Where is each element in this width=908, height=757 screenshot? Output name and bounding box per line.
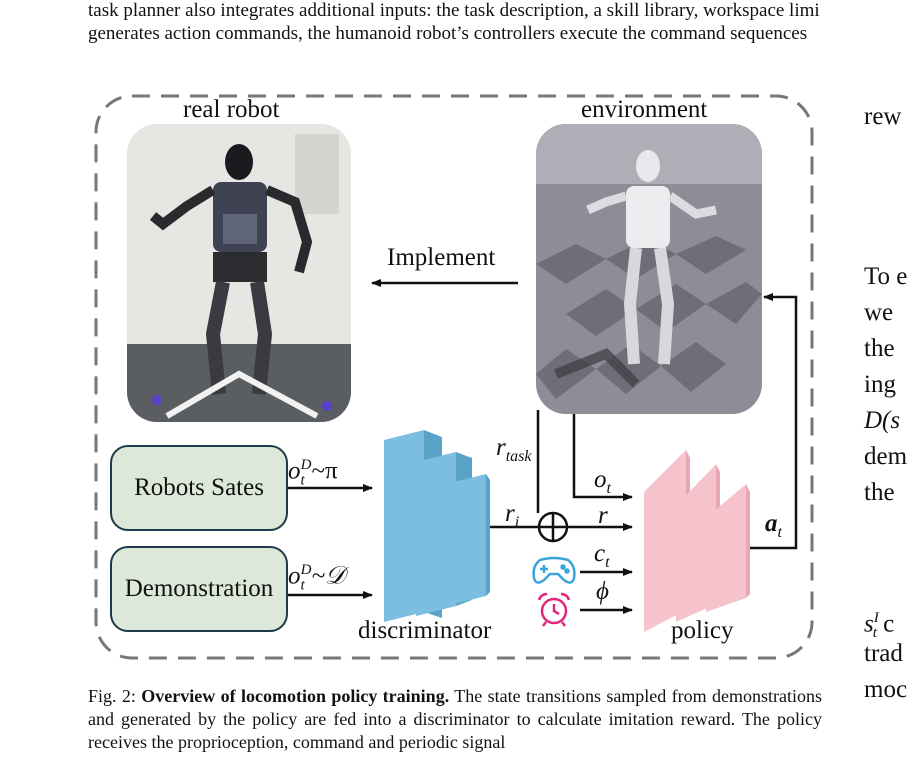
right-col-line-2: To e (864, 263, 908, 290)
right-col-line-8: the (864, 479, 895, 506)
c-t-label: ct (594, 540, 610, 571)
right-col-line-9: sIt c (864, 610, 895, 642)
policy-block (644, 450, 750, 632)
robots-states-box: Robots Sates (110, 445, 288, 531)
r-label: r (598, 502, 608, 529)
body-text-line-1: task planner also integrates additional … (88, 0, 820, 21)
o-t-label: ot (594, 466, 611, 497)
demonstration-label: Demonstration (124, 575, 274, 602)
right-col-line-5: ing (864, 371, 896, 398)
ot-arrow (572, 410, 633, 501)
right-col-line-7: dem (864, 443, 908, 470)
right-col-line-10: trad (864, 640, 903, 667)
demonstration-box: Demonstration (110, 546, 288, 632)
caption-label: Fig. 2: (88, 686, 136, 706)
discriminator-block (384, 430, 490, 622)
environment-label: environment (581, 96, 708, 123)
r-i-label: ri (505, 500, 520, 531)
real-robot-label: real robot (183, 96, 280, 123)
at-feedback-arrow (750, 293, 798, 550)
gamepad-icon (532, 556, 576, 584)
body-text-line-2: generates action commands, the humanoid … (88, 23, 808, 44)
caption-body: The state transitions sampled from demon… (88, 686, 823, 752)
a-t-label: at (765, 510, 782, 541)
right-col-line-11: moc (864, 676, 908, 703)
robots-states-label: Robots Sates (134, 474, 264, 501)
right-col-line-6: D(s (864, 407, 901, 434)
figure-caption: Fig. 2: Overview of locomotion policy tr… (88, 685, 822, 754)
o-pi-label: otD~π (288, 457, 338, 489)
environment-render (536, 124, 762, 414)
right-col-line-4: the (864, 335, 895, 362)
policy-label: policy (671, 617, 734, 644)
real-robot-photo (127, 124, 351, 422)
implement-label: Implement (387, 244, 496, 271)
right-col-line-1: rew (864, 103, 902, 130)
right-col-line-3: we (864, 299, 894, 326)
figure-frame (94, 94, 814, 660)
caption-title: Overview of locomotion policy training. (141, 686, 450, 706)
alarm-clock-icon (537, 592, 571, 627)
r-task-label: rtask (496, 434, 532, 465)
o-d-label: otD~𝒟 (288, 562, 345, 594)
phi-label: ϕ (596, 578, 609, 605)
discriminator-label: discriminator (358, 617, 492, 644)
